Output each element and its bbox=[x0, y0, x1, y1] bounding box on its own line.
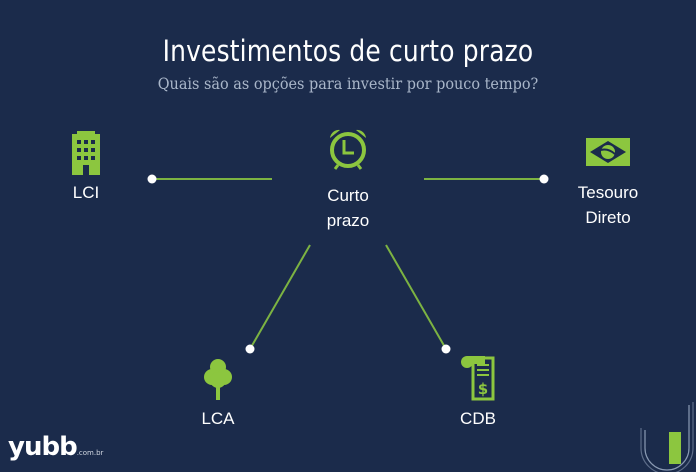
alarm-clock-icon bbox=[330, 129, 366, 170]
svg-text:$: $ bbox=[478, 380, 488, 398]
center-label-line1: Curto bbox=[327, 186, 369, 205]
page-title: Investimentos de curto prazo bbox=[162, 34, 534, 68]
tree-icon bbox=[204, 359, 232, 400]
logo-text: yubb bbox=[8, 432, 78, 462]
tesouro-label-line2: Direto bbox=[585, 208, 631, 227]
receipt-dollar-icon: $ bbox=[461, 356, 495, 401]
node-label-lci: LCI bbox=[72, 183, 100, 202]
node-label-lca: LCA bbox=[201, 409, 235, 428]
node-label-tesouro: Tesouro Direto bbox=[563, 180, 653, 230]
yubb-logo: yubb.com.br bbox=[8, 432, 103, 462]
center-label: Curto prazo bbox=[308, 183, 388, 233]
logo-suffix: .com.br bbox=[76, 449, 104, 457]
tesouro-label-line1: Tesouro bbox=[577, 183, 639, 202]
center-label-line2: prazo bbox=[326, 211, 370, 230]
u-mark-icon bbox=[640, 402, 694, 472]
building-icon bbox=[72, 131, 100, 175]
brazil-flag-icon bbox=[586, 138, 630, 166]
page-subtitle: Quais são as opções para investir por po… bbox=[157, 75, 539, 93]
node-label-cdb: CDB bbox=[460, 409, 496, 428]
